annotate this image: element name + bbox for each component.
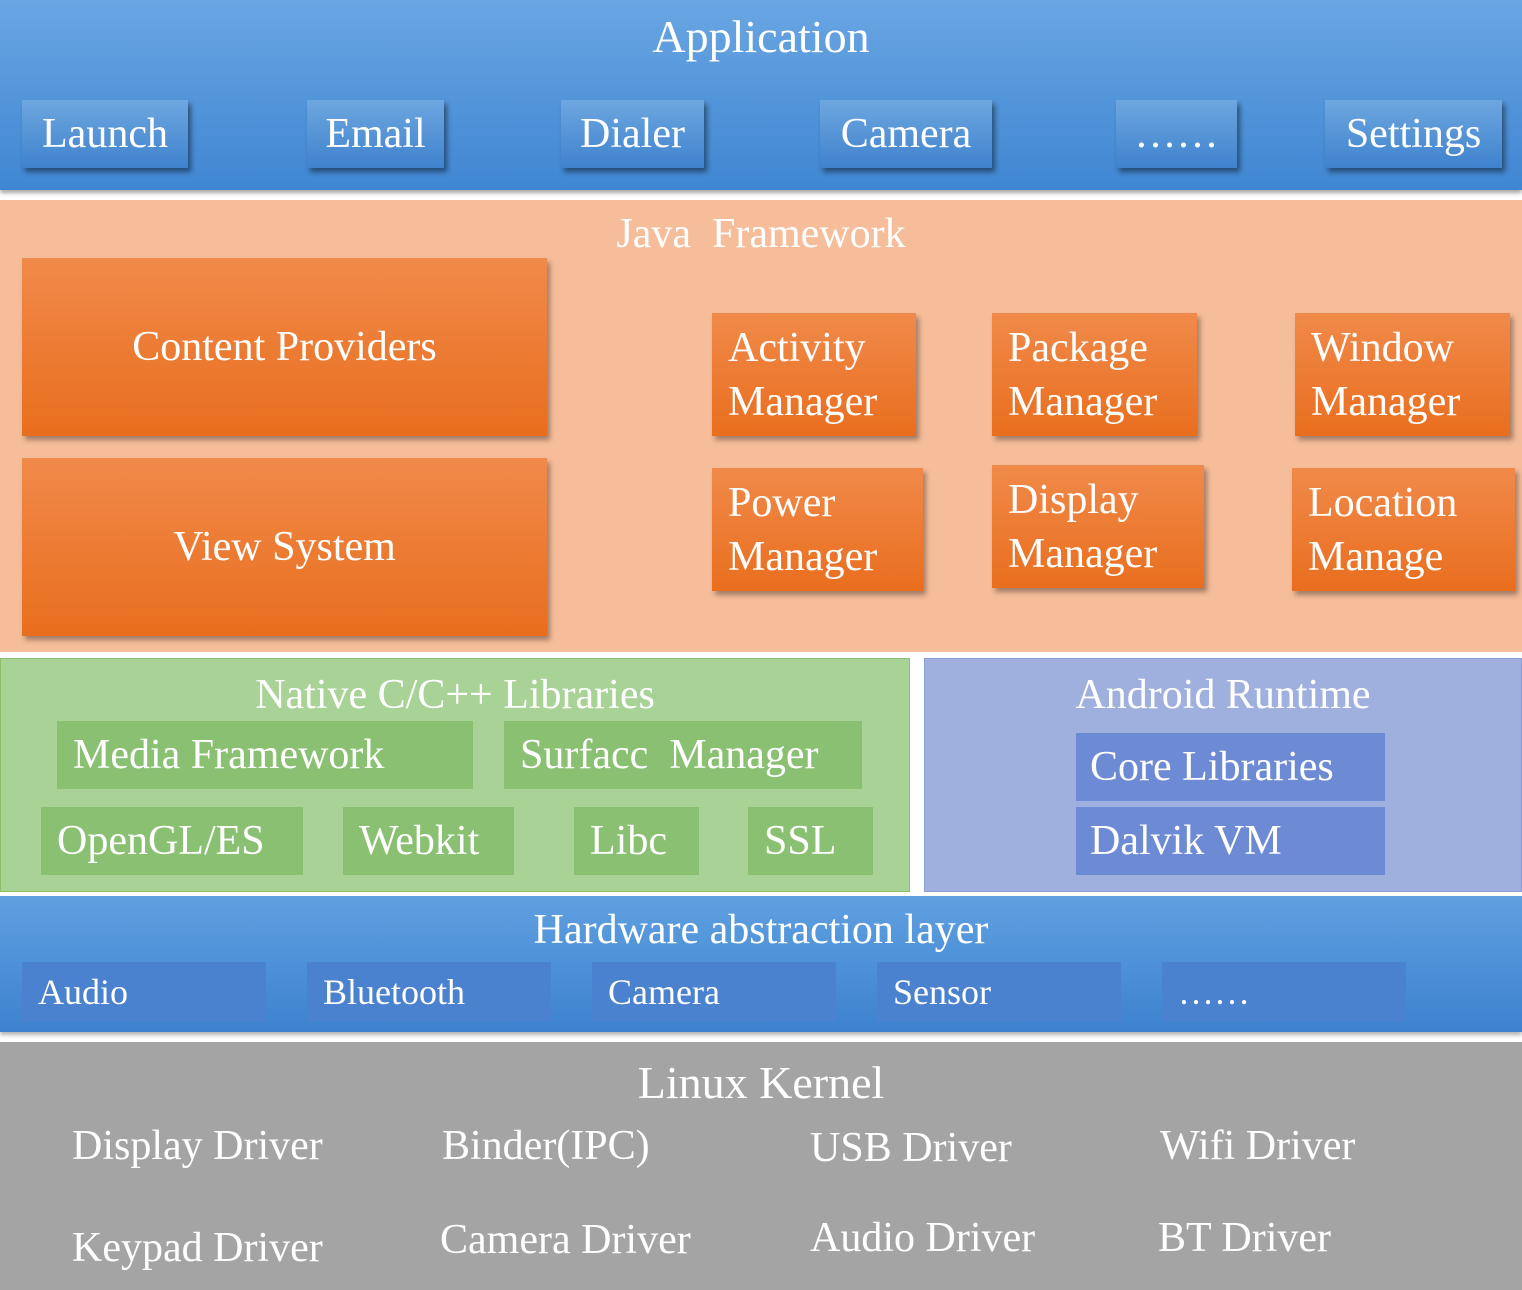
core-libraries: Core Libraries xyxy=(1076,733,1385,801)
linux-kernel-layer: Linux Kernel Display Driver Binder(IPC) … xyxy=(0,1042,1522,1290)
app-settings: Settings xyxy=(1325,100,1502,168)
power-manager-line2: Manager xyxy=(728,533,878,580)
audio-driver: Audio Driver xyxy=(810,1215,1036,1261)
app-camera: Camera xyxy=(820,100,992,168)
application-layer: Application Launch Email Dialer Camera …… xyxy=(0,0,1522,190)
webkit: Webkit xyxy=(343,807,514,875)
power-manager-line1: Power xyxy=(728,479,836,526)
display-manager-line2: Manager xyxy=(1008,530,1158,577)
usb-driver: USB Driver xyxy=(810,1125,1012,1171)
hal-ellipsis: …… xyxy=(1162,962,1406,1022)
hardware-abstraction-layer: Hardware abstraction layer Audio Bluetoo… xyxy=(0,896,1522,1032)
activity-manager-line2: Manager xyxy=(728,378,878,425)
app-email: Email xyxy=(307,100,444,168)
window-manager-line2: Manager xyxy=(1311,378,1461,425)
dalvik-vm: Dalvik VM xyxy=(1076,807,1385,875)
linux-kernel-title: Linux Kernel xyxy=(637,1057,885,1108)
app-ellipsis: …… xyxy=(1116,100,1237,168)
camera-driver: Camera Driver xyxy=(440,1217,691,1263)
package-manager-line1: Package xyxy=(1008,324,1148,371)
bt-driver: BT Driver xyxy=(1158,1215,1332,1261)
content-providers: Content Providers xyxy=(22,258,547,436)
package-manager-line2: Manager xyxy=(1008,378,1158,425)
location-manager-line1: Location xyxy=(1308,479,1458,526)
android-runtime-title: Android Runtime xyxy=(1075,672,1371,718)
java-framework-layer: Java Framework Content Providers View Sy… xyxy=(0,200,1522,652)
display-driver: Display Driver xyxy=(72,1123,323,1169)
window-manager-line1: Window xyxy=(1311,324,1454,371)
android-runtime-layer: Android Runtime Core Libraries Dalvik VM xyxy=(924,658,1522,892)
media-framework: Media Framework xyxy=(57,721,473,789)
app-dialer: Dialer xyxy=(561,100,704,168)
binder-ipc: Binder(IPC) xyxy=(442,1123,650,1169)
app-launch: Launch xyxy=(22,100,188,168)
hal-sensor: Sensor xyxy=(877,962,1121,1022)
native-libraries-title: Native C/C++ Libraries xyxy=(255,672,655,718)
surface-manager: Surfacc Manager xyxy=(504,721,862,789)
display-manager-line1: Display xyxy=(1008,476,1139,523)
java-framework-title: Java Framework xyxy=(616,211,906,257)
hal-camera: Camera xyxy=(592,962,836,1022)
hal-audio: Audio xyxy=(22,962,266,1022)
hal-bluetooth: Bluetooth xyxy=(307,962,551,1022)
wifi-driver: Wifi Driver xyxy=(1160,1123,1356,1169)
native-libraries-layer: Native C/C++ Libraries Media Framework S… xyxy=(0,658,910,892)
hal-title: Hardware abstraction layer xyxy=(533,907,989,953)
application-title: Application xyxy=(652,11,870,62)
view-system: View System xyxy=(22,458,547,636)
location-manager-line2: Manage xyxy=(1308,533,1444,580)
opengl-es: OpenGL/ES xyxy=(41,807,303,875)
keypad-driver: Keypad Driver xyxy=(72,1225,323,1271)
libc: Libc xyxy=(574,807,699,875)
activity-manager-line1: Activity xyxy=(728,324,866,371)
ssl: SSL xyxy=(748,807,873,875)
